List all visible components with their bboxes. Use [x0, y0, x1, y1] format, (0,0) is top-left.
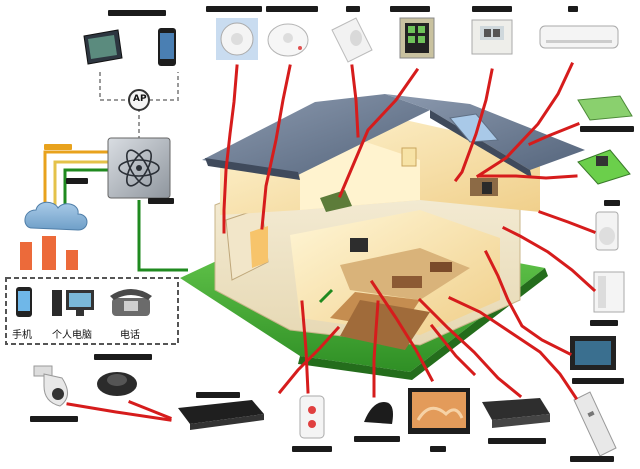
- air-conditioner-icon: [539, 25, 619, 49]
- ir-blaster-icon: [364, 402, 393, 424]
- smart-socket-icon: [577, 149, 631, 185]
- client-label-mobile: 手机: [12, 330, 32, 341]
- label-bar: [570, 456, 614, 462]
- smartphone-icon: [158, 28, 176, 66]
- label-bar: [206, 6, 262, 12]
- video-recorder-icon: [178, 400, 264, 430]
- wireless-access-point: [128, 89, 150, 111]
- mobile-phone-icon: [16, 287, 32, 317]
- door-sensor-icon: [593, 271, 625, 313]
- label-bar: [266, 6, 318, 12]
- gas-detector-icon: [267, 23, 309, 57]
- client-label-phone: 电话: [120, 330, 140, 341]
- label-bar: [196, 392, 240, 398]
- label-bar: [292, 446, 332, 452]
- label-bar: [108, 10, 166, 16]
- security-camera-icon: [97, 372, 137, 396]
- label-bar: [66, 178, 88, 184]
- label-bar: [94, 354, 152, 360]
- central-controller-hub: [107, 137, 171, 199]
- house-cutaway-illustration: [180, 94, 585, 380]
- touch-screen-panel-icon: [570, 336, 616, 370]
- label-bar: [148, 198, 174, 204]
- wireless-switch-icon: [299, 395, 325, 439]
- label-bar: [44, 144, 72, 150]
- television-icon: [408, 388, 470, 434]
- personal-computer-icon: [52, 290, 94, 316]
- infrared-sensor-icon: [331, 17, 373, 63]
- smart-switch-panel-icon: [399, 17, 435, 59]
- telephone-icon: [110, 289, 152, 316]
- network-links: [43, 72, 188, 272]
- dome-camera-icon: [33, 365, 68, 407]
- label-bar: [488, 438, 546, 444]
- label-bar: [430, 446, 446, 452]
- label-bar: [346, 6, 360, 12]
- label-bar: [590, 320, 618, 326]
- ap-label: AP: [133, 94, 147, 104]
- motion-sensor-icon: [595, 211, 619, 251]
- cloud-network-icon: [20, 201, 88, 270]
- client-devices-box: [5, 277, 179, 345]
- label-bar: [354, 436, 400, 442]
- label-bar: [30, 416, 78, 422]
- client-label-pc: 个人电脑: [52, 330, 92, 341]
- label-bar: [568, 6, 578, 12]
- device-connector-lines: [66, 62, 597, 422]
- smoke-detector-icon: [216, 18, 258, 60]
- set-top-box-icon: [482, 398, 550, 428]
- label-bar: [604, 200, 620, 206]
- label-bar: [472, 6, 512, 12]
- wall-touch-panel-icon: [83, 29, 123, 65]
- label-bar: [390, 6, 430, 12]
- remote-control-icon: [573, 391, 617, 457]
- thermostat-panel-icon: [471, 19, 513, 55]
- curtain-motor-icon: [577, 95, 633, 121]
- label-bar: [572, 378, 624, 384]
- label-bar: [580, 126, 634, 132]
